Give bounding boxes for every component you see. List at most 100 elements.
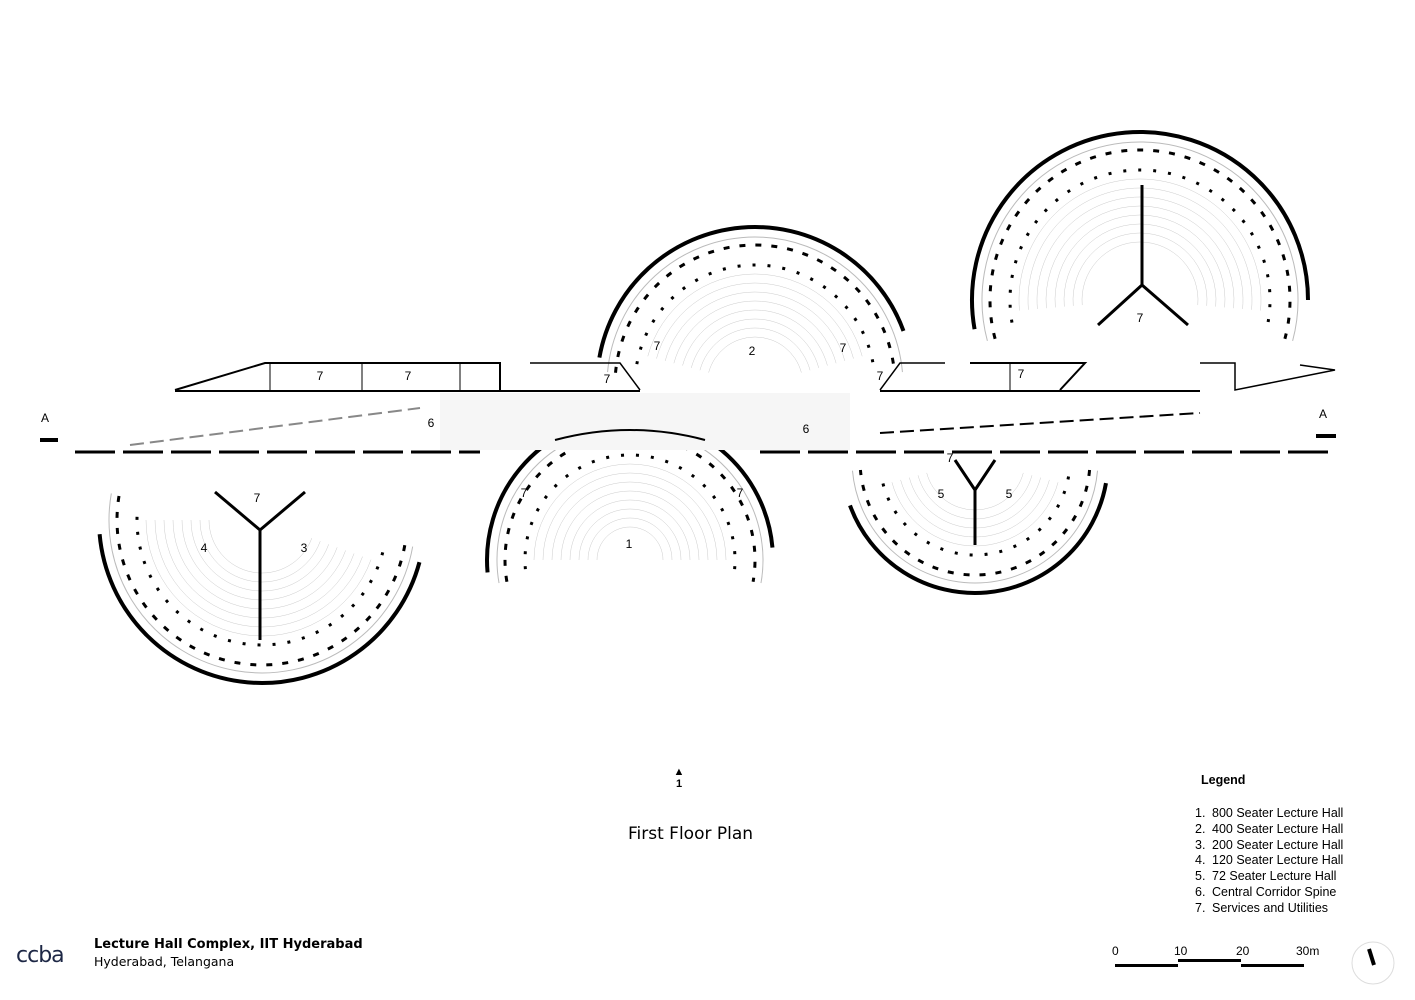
legend-num: 6. <box>1195 884 1206 899</box>
wall-arc <box>163 519 355 619</box>
legend-num: 3. <box>1195 837 1206 852</box>
legend-label: 120 Seater Lecture Hall <box>1212 853 1344 868</box>
wall-arc <box>199 519 321 583</box>
label-hall-4: 4 <box>201 541 208 555</box>
north-compass-icon <box>1351 941 1395 985</box>
legend-num: 7. <box>1195 900 1206 915</box>
label-hall-3: 3 <box>301 541 308 555</box>
wall-arc <box>172 519 346 610</box>
wall-arc <box>635 263 875 365</box>
wall-arc <box>1027 187 1253 310</box>
wall-arc <box>981 141 1299 342</box>
label-service-7: 7 <box>654 339 661 353</box>
legend-heading: Legend <box>1201 773 1246 787</box>
legend-item: 6. Central Corridor Spine <box>1195 885 1343 901</box>
project-location: Hyderabad, Telangana <box>94 954 235 969</box>
project-name: Lecture Hall Complex, IIT Hyderabad <box>94 937 363 952</box>
wall-arc <box>607 236 903 373</box>
title-block: Lecture Hall Complex, IIT Hyderabad Hyde… <box>94 937 363 969</box>
legend-item: 3. 200 Seater Lecture Hall <box>1195 838 1343 854</box>
section-mark-a-right: A <box>1319 407 1327 421</box>
wall-arc <box>1045 205 1235 309</box>
wall-arc <box>673 300 837 364</box>
scale-tick: 0 <box>1112 944 1119 958</box>
wall-arc <box>533 463 727 561</box>
wall-arc <box>1072 232 1208 306</box>
wall-arc <box>988 148 1292 340</box>
wall-arc <box>503 433 757 582</box>
label-corridor-left: 6 <box>428 416 435 430</box>
label-service-7: 7 <box>947 451 954 465</box>
wall-arc <box>97 534 422 685</box>
label-service-7: 7 <box>254 491 261 505</box>
legend-num: 2. <box>1195 821 1206 836</box>
wall-arc <box>190 519 329 592</box>
wall-arc <box>597 225 906 358</box>
central-corridor <box>40 362 1336 454</box>
label-service-7: 7 <box>1018 367 1025 381</box>
label-hall-2: 2 <box>749 344 756 358</box>
legend-item: 5. 72 Seater Lecture Hall <box>1195 869 1343 885</box>
wall-arc <box>656 282 854 359</box>
legend-label: 72 Seater Lecture Hall <box>1212 869 1337 884</box>
legend-label: 400 Seater Lecture Hall <box>1212 821 1344 836</box>
wall-arc <box>614 243 896 373</box>
wall-arc <box>891 482 1059 547</box>
wall-arc <box>970 130 1310 330</box>
firm-logo: ccba <box>16 943 65 968</box>
north-label: 1 <box>675 778 683 790</box>
scale-bar: 0 10 20 30m <box>1112 944 1319 968</box>
wall-arc <box>848 482 1108 595</box>
legend-label: Services and Utilities <box>1212 900 1329 915</box>
wall-arc <box>851 470 1099 584</box>
label-corridor-right: 6 <box>803 422 810 436</box>
wall-arc <box>135 508 385 647</box>
wall-arc <box>699 327 811 371</box>
north-arrow-icon: ▲ <box>673 766 685 778</box>
label-service-7: 7 <box>521 486 528 500</box>
label-hall-1: 1 <box>626 537 633 551</box>
wall-arc <box>578 508 682 561</box>
wall-arc <box>691 318 819 368</box>
section-mark-a-left: A <box>41 411 49 425</box>
wall-arc <box>587 517 673 561</box>
wall-arc <box>647 273 863 357</box>
label-service-7: 7 <box>604 372 611 386</box>
north-arrow: ▲ 1 <box>672 766 686 790</box>
wall-arc <box>181 519 338 601</box>
legend-num: 1. <box>1195 806 1206 820</box>
scale-tick: 10 <box>1174 944 1188 958</box>
wall-arc <box>1063 223 1217 307</box>
wall-arc <box>664 291 846 361</box>
wall-arc <box>154 519 363 628</box>
legend-label: 800 Seater Lecture Hall <box>1212 806 1344 820</box>
wall-arc <box>115 494 407 667</box>
label-service-7: 7 <box>405 369 412 383</box>
legend-num: 4. <box>1195 853 1206 868</box>
scale-tick: 30m <box>1296 944 1320 958</box>
wall-arc <box>1081 241 1199 306</box>
label-service-7: 7 <box>317 369 324 383</box>
wall-arc <box>208 519 313 574</box>
legend: Legend 1. 800 Seater Lecture Hall 2. 400 Se… <box>1195 773 1343 917</box>
wall-arc <box>1054 214 1226 308</box>
label-service-7: 7 <box>1137 311 1144 325</box>
label-service-7: 7 <box>877 369 884 383</box>
legend-label: Central Corridor Spine <box>1212 884 1337 899</box>
wall-arc <box>858 469 1092 577</box>
label-hall-5a: 5 <box>938 487 945 501</box>
wall-arc <box>708 336 802 373</box>
legend-item: 7. Services and Utilities <box>1195 901 1343 917</box>
legend-label: 200 Seater Lecture Hall <box>1212 837 1344 852</box>
wall-arc <box>551 481 709 561</box>
wall-arc <box>542 472 718 561</box>
scale-tick: 20 <box>1236 944 1250 958</box>
wall-arc <box>1008 168 1272 323</box>
wall-arc <box>523 453 737 570</box>
wall-arc <box>108 493 414 674</box>
label-hall-5b: 5 <box>1006 487 1013 501</box>
wall-arc <box>682 309 828 366</box>
legend-num: 5. <box>1195 869 1206 884</box>
wall-arc <box>879 476 1071 557</box>
